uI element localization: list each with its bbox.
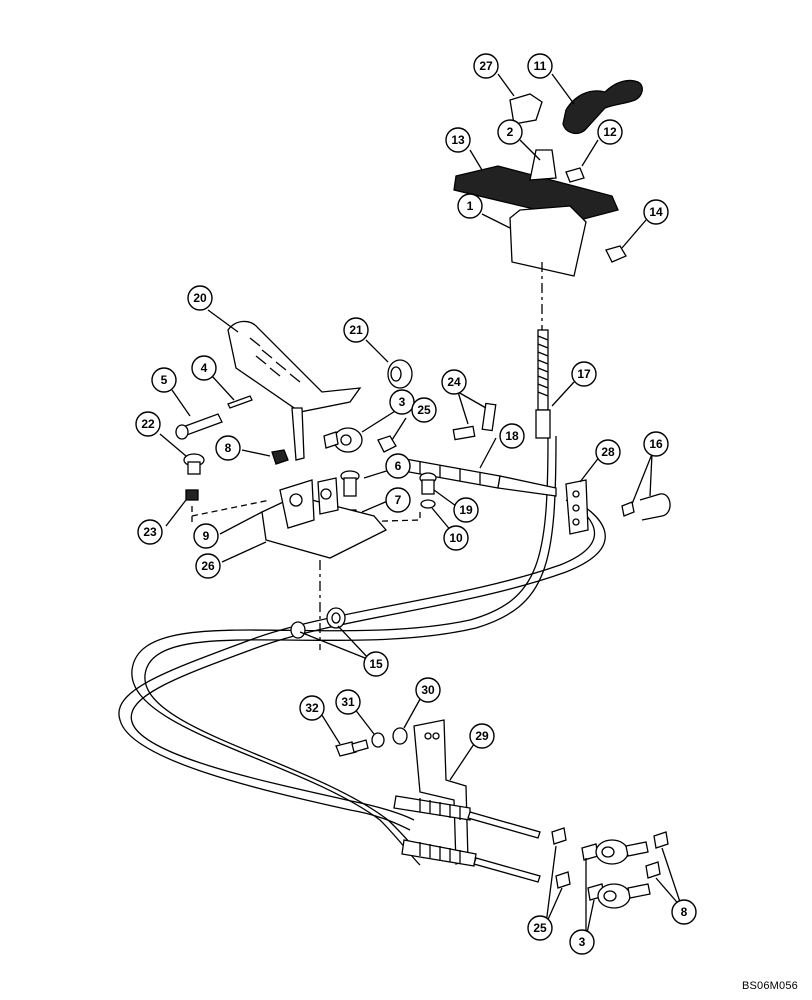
callout-29: 29 [469, 723, 495, 749]
callout-12: 12 [597, 119, 623, 145]
callout-17: 17 [571, 361, 597, 387]
callout-21: 21 [343, 317, 369, 343]
callout-7: 7 [385, 487, 411, 513]
svg-text:13: 13 [451, 133, 465, 147]
callout-3-lower: 3 [569, 929, 595, 955]
svg-text:8: 8 [681, 905, 688, 919]
bracket-29 [413, 719, 469, 865]
svg-text:21: 21 [349, 323, 363, 337]
svg-text:26: 26 [201, 559, 215, 573]
svg-text:14: 14 [649, 205, 663, 219]
svg-text:17: 17 [577, 367, 591, 381]
callout-19: 19 [453, 497, 479, 523]
handle-11 [562, 79, 643, 135]
boot-1 [509, 205, 587, 277]
callout-11: 11 [527, 53, 553, 79]
callout-22: 22 [135, 411, 161, 437]
callout-15: 15 [363, 651, 389, 677]
callout-20: 20 [187, 285, 213, 311]
callout-28: 28 [595, 439, 621, 465]
svg-text:15: 15 [369, 657, 383, 671]
lower-cable-bracket [335, 719, 669, 909]
svg-text:12: 12 [603, 125, 617, 139]
svg-text:1: 1 [467, 199, 474, 213]
control-cables [118, 435, 606, 866]
callout-3-upper: 3 [389, 389, 415, 415]
drawing-code: BS06M056 [741, 980, 798, 992]
svg-text:23: 23 [143, 525, 157, 539]
svg-text:2: 2 [507, 125, 514, 139]
bracket-27 [509, 93, 543, 125]
svg-text:20: 20 [193, 291, 207, 305]
hand-lever-assembly [453, 79, 643, 439]
callout-6: 6 [385, 453, 411, 479]
callout-31: 31 [335, 689, 361, 715]
pedal-assembly [175, 320, 671, 650]
callout-23: 23 [137, 519, 163, 545]
callout-1: 1 [457, 193, 483, 219]
svg-text:27: 27 [479, 59, 493, 73]
svg-text:3: 3 [579, 935, 586, 949]
leader-lines [159, 73, 683, 939]
callout-26: 26 [195, 553, 221, 579]
callout-32: 32 [299, 695, 325, 721]
callout-14: 14 [643, 199, 669, 225]
svg-text:10: 10 [449, 531, 463, 545]
callout-27: 27 [473, 53, 499, 79]
svg-text:11: 11 [534, 59, 547, 73]
svg-text:25: 25 [533, 921, 547, 935]
svg-text:4: 4 [201, 361, 208, 375]
svg-text:9: 9 [203, 529, 210, 543]
svg-text:30: 30 [421, 683, 435, 697]
callout-24: 24 [441, 369, 467, 395]
svg-text:31: 31 [341, 695, 355, 709]
svg-text:18: 18 [505, 429, 519, 443]
svg-text:3: 3 [399, 395, 406, 409]
callout-8-lower: 8 [671, 899, 697, 925]
callout-5: 5 [151, 367, 177, 393]
svg-text:5: 5 [161, 373, 168, 387]
callout-18: 18 [499, 423, 525, 449]
callout-13: 13 [445, 127, 471, 153]
callouts: 27 11 2 12 13 1 14 20 21 17 5 4 24 3 25 … [135, 53, 697, 955]
callout-25-lower: 25 [527, 915, 553, 941]
svg-text:7: 7 [395, 493, 402, 507]
svg-text:32: 32 [305, 701, 319, 715]
callout-2: 2 [497, 119, 523, 145]
svg-text:25: 25 [417, 403, 431, 417]
callout-25-upper: 25 [411, 397, 437, 423]
svg-text:29: 29 [475, 729, 489, 743]
svg-text:6: 6 [395, 459, 402, 473]
svg-text:22: 22 [141, 417, 155, 431]
svg-text:19: 19 [459, 503, 473, 517]
callout-9: 9 [193, 523, 219, 549]
svg-text:28: 28 [601, 445, 615, 459]
plate-13 [453, 165, 619, 221]
callout-4: 4 [191, 355, 217, 381]
callout-8-upper: 8 [215, 435, 241, 461]
svg-text:24: 24 [447, 375, 461, 389]
svg-text:8: 8 [225, 441, 232, 455]
pedal-20 [227, 320, 362, 413]
svg-text:16: 16 [649, 437, 663, 451]
callout-10: 10 [443, 525, 469, 551]
callout-30: 30 [415, 677, 441, 703]
callout-16: 16 [643, 431, 669, 457]
